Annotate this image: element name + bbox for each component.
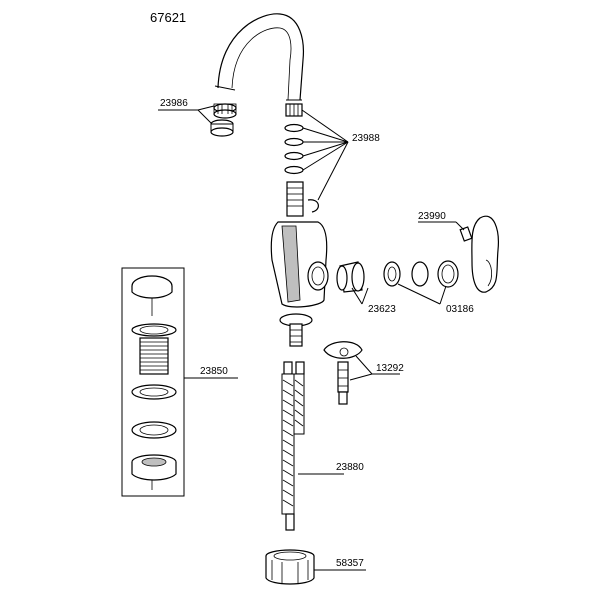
leader-23623-b — [361, 287, 369, 305]
handle — [459, 215, 499, 293]
cartridge — [336, 261, 365, 293]
leader-23986-a — [197, 105, 215, 111]
leader-23988-b — [302, 127, 349, 143]
leader-23988-f — [317, 141, 349, 201]
faucet-body — [270, 221, 329, 308]
leader-23988-e — [302, 141, 349, 171]
part-label-23850: 23850 — [200, 366, 228, 377]
part-label-23990: 23990 — [418, 211, 446, 222]
part-label-03186: 03186 — [446, 304, 474, 315]
leader-13292-a — [355, 355, 373, 375]
leader-23988-d — [302, 141, 349, 157]
aerator-parts — [210, 103, 237, 137]
part-label-23988: 23988 — [352, 133, 380, 144]
part-label-58357: 58357 — [336, 558, 364, 569]
model-number-title: 67621 — [150, 10, 186, 25]
shank-gasket — [279, 313, 313, 347]
part-label-23986: 23986 — [160, 98, 188, 109]
mounting-nut — [265, 549, 315, 585]
drain-assembly-box — [121, 267, 185, 497]
bonnet-rings — [383, 260, 459, 288]
leader-03186-b — [439, 285, 447, 305]
part-label-13292: 13292 — [376, 363, 404, 374]
mounting-hardware — [323, 341, 363, 405]
supply-hoses — [281, 361, 305, 531]
part-label-23623: 23623 — [368, 304, 396, 315]
leader-23986-b — [197, 109, 213, 125]
orings-stack — [284, 103, 319, 217]
part-label-23880: 23880 — [336, 462, 364, 473]
leader-23623 — [351, 287, 363, 305]
leader-23990-b — [455, 221, 465, 231]
leader-13292-b — [349, 373, 373, 381]
leader-03186-a — [397, 283, 441, 305]
leader-23988-a — [301, 109, 349, 143]
spout — [214, 13, 304, 101]
